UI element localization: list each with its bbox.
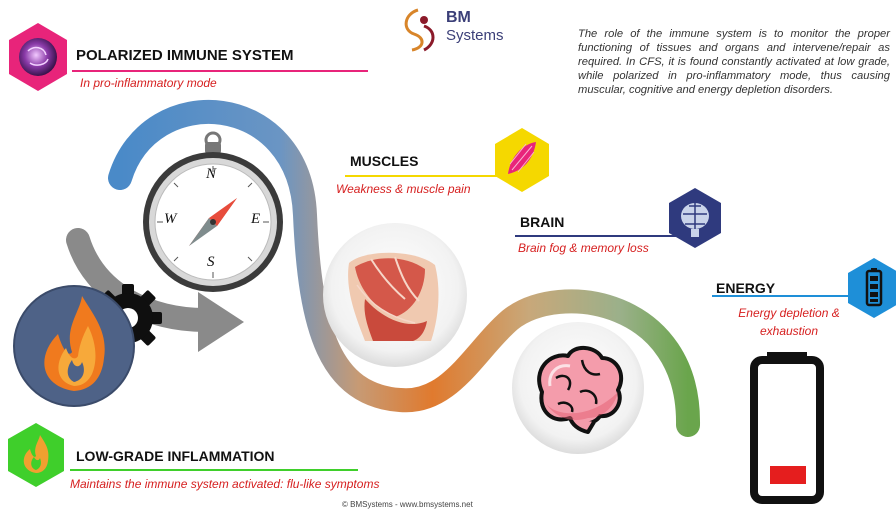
logo-text-systems: Systems bbox=[446, 27, 504, 44]
brain-title: BRAIN bbox=[520, 214, 565, 230]
fire-hexagon bbox=[8, 423, 64, 487]
bm-logo-icon bbox=[404, 8, 435, 52]
muscles-title: MUSCLES bbox=[350, 153, 419, 169]
energy-subtitle-line2: exhaustion bbox=[759, 324, 819, 338]
intro-paragraph: The role of the immune system is to moni… bbox=[578, 28, 890, 96]
grey-arrow-head bbox=[198, 292, 244, 352]
polarized-subtitle: In pro-inflammatory mode bbox=[80, 76, 217, 90]
compass-letter-e: E bbox=[251, 211, 261, 227]
muscles-subtitle: Weakness & muscle pain bbox=[336, 182, 471, 196]
muscle-illustration bbox=[348, 252, 439, 341]
battery-hexagon bbox=[848, 258, 896, 318]
brain-disc bbox=[512, 322, 644, 454]
compass-letter-w: W bbox=[164, 211, 177, 227]
compass-icon bbox=[143, 131, 283, 292]
plasma-hexagon bbox=[9, 23, 67, 91]
compass-letter-s: S bbox=[207, 254, 215, 270]
inflammation-subtitle: Maintains the immune system activated: f… bbox=[70, 477, 380, 491]
polarized-title: POLARIZED IMMUNE SYSTEM bbox=[76, 47, 294, 64]
brain-hexagon bbox=[669, 188, 721, 248]
s-ribbon bbox=[108, 99, 701, 437]
fire-circle bbox=[13, 285, 135, 407]
footer-copyright: © BMSystems - www.bmsystems.net bbox=[342, 500, 473, 509]
compass-letter-n: N bbox=[206, 166, 217, 182]
brain-subtitle: Brain fog & memory loss bbox=[518, 241, 649, 255]
energy-subtitle-line1: Energy depletion & bbox=[738, 306, 840, 320]
inflammation-title: LOW-GRADE INFLAMMATION bbox=[76, 448, 275, 464]
energy-title: ENERGY bbox=[716, 280, 776, 296]
battery-icon bbox=[750, 352, 824, 504]
muscle-hexagon bbox=[495, 128, 549, 192]
logo-text-bm: BM bbox=[446, 9, 471, 26]
muscle-disc bbox=[323, 223, 467, 367]
